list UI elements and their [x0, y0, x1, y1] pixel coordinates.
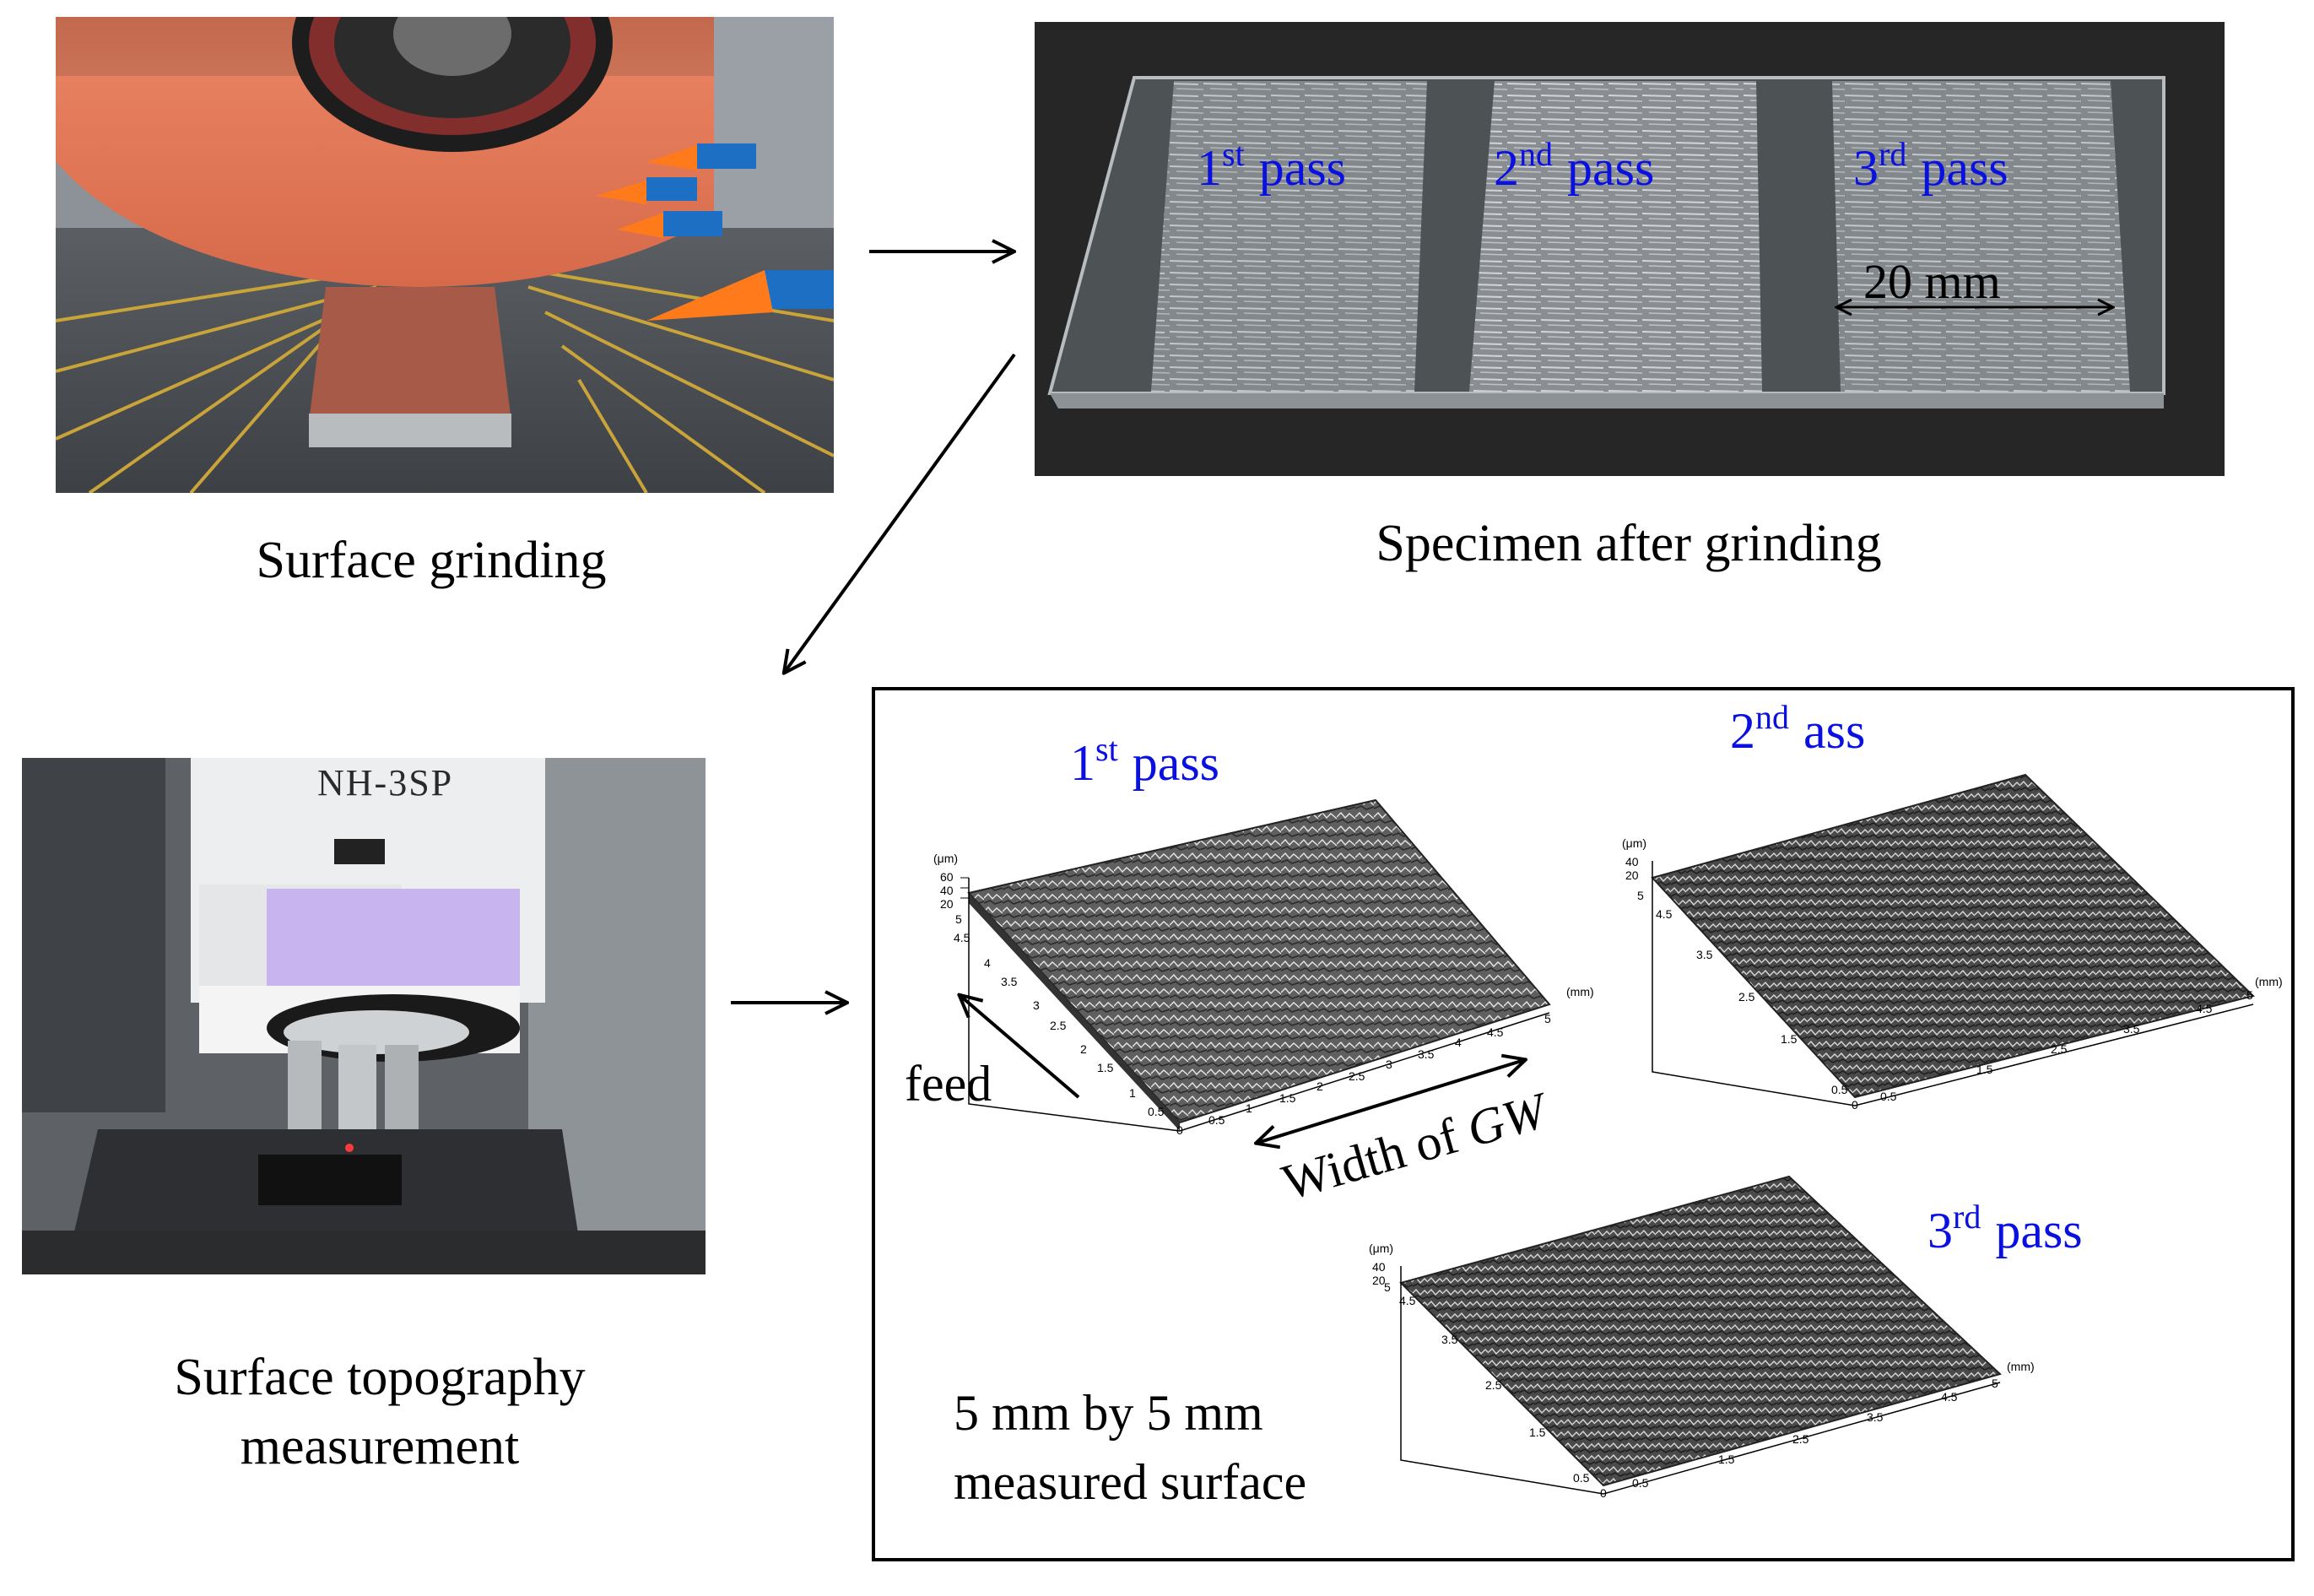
- plot3-x-tick: 4.5: [1941, 1390, 1958, 1404]
- plot3-origin-tick: 0: [1600, 1486, 1607, 1500]
- measured-area-line1: 5 mm by 5 mm: [954, 1385, 1263, 1441]
- plot2-z-tick: 40: [1625, 855, 1639, 868]
- arrow-specimen-to-measurement: [785, 353, 1016, 672]
- plot1-y-tick: 3: [1033, 998, 1040, 1012]
- measured-surface-panel: [872, 687, 2295, 1561]
- plot3-x-tick: 5: [1992, 1377, 1998, 1390]
- plot1-x-tick: 4.5: [1487, 1025, 1504, 1039]
- plot2-x-tick: 4.5: [2196, 1002, 2213, 1015]
- plot2-y-tick: 0.5: [1831, 1083, 1848, 1096]
- plot1-origin-tick: 0: [1176, 1123, 1183, 1137]
- plot1-y-tick: 1: [1129, 1086, 1136, 1100]
- plot3-z-unit: (μm): [1369, 1242, 1393, 1255]
- plot2-y-tick: 1.5: [1781, 1032, 1798, 1046]
- feed-arrow: [960, 996, 1080, 1099]
- plot1-x-tick: 5: [1544, 1012, 1551, 1025]
- topography-plot-pass2: [1651, 773, 2255, 1106]
- plot1-z-tick: 40: [940, 884, 954, 897]
- plot1-y-tick: 2.5: [1050, 1019, 1067, 1032]
- specimen-pass1-label: 1st pass: [1197, 135, 1347, 196]
- caption-topography-line2: measurement: [240, 1418, 520, 1475]
- microscope-model-text: NH-3SP: [317, 762, 454, 803]
- topography-plot-pass1: [960, 798, 1551, 1132]
- plot3-y-tick: 0.5: [1573, 1471, 1590, 1485]
- plot1-y-tick: 3.5: [1001, 975, 1018, 988]
- plot2-y-tick: 5: [1637, 889, 1644, 902]
- specimen-pass3-label: 3rd pass: [1853, 135, 2009, 196]
- plot2-y-tick: 4.5: [1656, 907, 1673, 921]
- topography-plot-pass3: [1399, 1175, 2002, 1495]
- plot3-y-tick: 5: [1384, 1280, 1391, 1294]
- plot3-x-tick: 3.5: [1867, 1410, 1884, 1424]
- specimen-pass2-label: 2nd pass: [1494, 135, 1655, 196]
- plot1-z-unit: (μm): [933, 852, 958, 865]
- plot2-x-tick: 5: [2246, 988, 2253, 1002]
- plot2-x-tick: 0.5: [1880, 1090, 1897, 1103]
- plot2-x-tick: 2.5: [2051, 1042, 2068, 1056]
- plot1-z-tick: 20: [940, 897, 954, 911]
- width-gw-arrow: [1257, 1060, 1524, 1143]
- plot1-xy-unit: (mm): [1566, 985, 1594, 998]
- plot1-y-tick: 5: [955, 912, 962, 926]
- plot3-x-tick: 0.5: [1632, 1476, 1649, 1490]
- plot2-y-tick: 2.5: [1738, 990, 1755, 1004]
- plot1-y-tick: 4: [984, 956, 991, 970]
- plot3-y-tick: 1.5: [1529, 1426, 1546, 1439]
- plot1-y-tick: 1.5: [1097, 1061, 1114, 1074]
- plot1-y-tick: 4.5: [954, 931, 970, 944]
- plot3-y-tick: 4.5: [1399, 1294, 1416, 1307]
- plot3-x-tick: 2.5: [1792, 1432, 1809, 1446]
- plot2-z-tick: 20: [1625, 868, 1639, 882]
- panel-pass3-label: 3rd pass: [1927, 1198, 2083, 1258]
- plot2-x-tick: 1.5: [1976, 1063, 1993, 1076]
- plot3-y-tick: 2.5: [1485, 1378, 1502, 1392]
- plot2-x-tick: 3.5: [2123, 1022, 2140, 1036]
- plot1-x-tick: 1: [1246, 1101, 1252, 1115]
- caption-topography-line1: Surface topography: [174, 1349, 586, 1406]
- caption-surface-grinding: Surface grinding: [256, 532, 607, 589]
- plot2-origin-tick: 0: [1852, 1098, 1858, 1112]
- plot1-y-tick: 2: [1080, 1042, 1087, 1056]
- plot3-y-tick: 3.5: [1441, 1333, 1458, 1346]
- plot3-xy-unit: (mm): [2007, 1360, 2035, 1373]
- plot3-x-tick: 1.5: [1718, 1453, 1735, 1466]
- plot2-xy-unit: (mm): [2255, 975, 2283, 988]
- panel-pass1-label: 1st pass: [1070, 730, 1220, 791]
- feed-label: feed: [905, 1056, 992, 1112]
- plot1-x-tick: 4: [1455, 1036, 1462, 1049]
- plot2-z-unit: (μm): [1622, 836, 1646, 850]
- plot3-z-tick: 20: [1372, 1274, 1386, 1287]
- caption-specimen-after-grinding: Specimen after grinding: [1376, 515, 1882, 572]
- surface-grinding-photo: [56, 17, 834, 493]
- plot1-x-tick: 0.5: [1208, 1113, 1225, 1127]
- measured-area-line2: measured surface: [954, 1454, 1307, 1510]
- plot1-z-tick: 60: [940, 870, 954, 884]
- plot1-y-tick: 0.5: [1148, 1105, 1165, 1118]
- panel-pass2-label: 2nd ass: [1730, 698, 1866, 759]
- microscope-photo: [22, 758, 706, 1274]
- plot3-z-tick: 40: [1372, 1260, 1386, 1274]
- plot2-y-tick: 3.5: [1696, 948, 1713, 961]
